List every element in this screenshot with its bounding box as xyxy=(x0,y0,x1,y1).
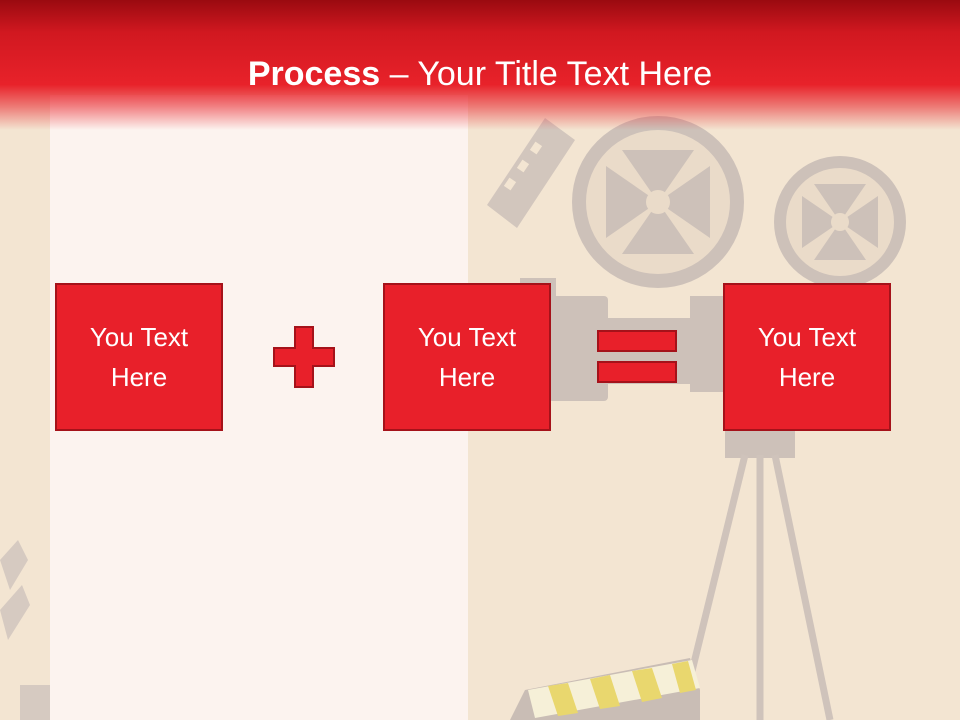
title-rest: – Your Title Text Here xyxy=(380,55,713,93)
film-strip-icon xyxy=(487,118,575,228)
process-box-label: You Text Here xyxy=(757,322,857,392)
title-strong: Process xyxy=(247,55,381,93)
projector-reel-left-icon xyxy=(572,116,744,288)
process-box-1[interactable]: You Text Here xyxy=(55,283,223,431)
process-box-label: You Text Here xyxy=(417,322,517,392)
process-box-3[interactable]: You Text Here xyxy=(723,283,891,431)
slide-title: Process – Your Title Text Here xyxy=(0,52,960,96)
process-box-2[interactable]: You Text Here xyxy=(383,283,551,431)
projector-reel-right-icon xyxy=(774,156,906,288)
header-bar xyxy=(0,0,960,130)
plus-icon xyxy=(273,326,335,388)
projector-tripod-icon xyxy=(676,454,834,720)
clapperboard-icon xyxy=(510,658,700,720)
equals-icon xyxy=(597,330,677,383)
process-box-label: You Text Here xyxy=(89,322,189,392)
